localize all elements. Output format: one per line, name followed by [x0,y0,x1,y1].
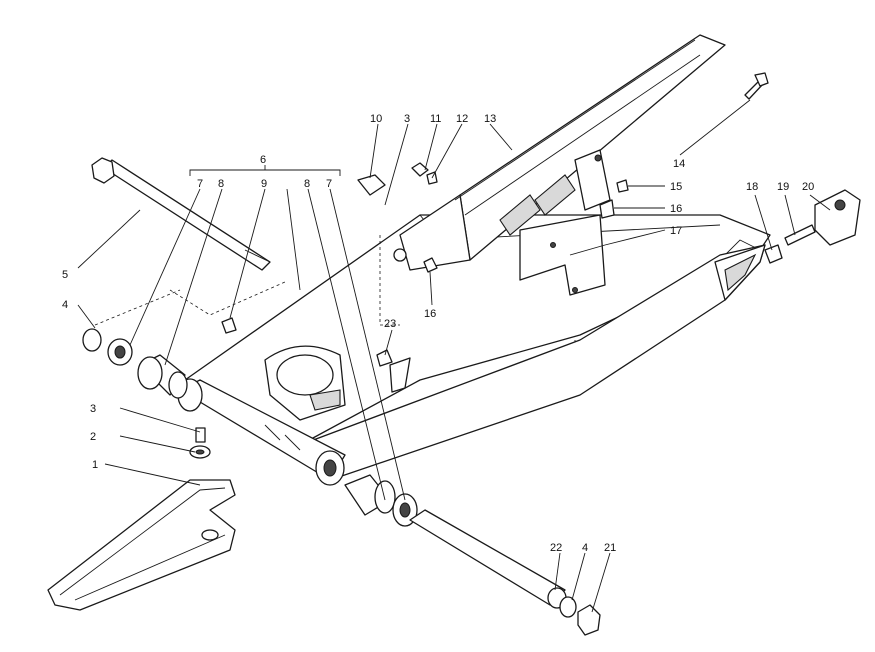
bolt-14 [744,72,769,100]
spacer-tube [409,509,567,609]
callout-4-left: 4 [62,299,68,311]
callout-8-a: 8 [218,178,224,190]
callout-3-top: 3 [404,113,410,125]
pivot-axle-bolt [91,157,271,271]
callout-8-b: 8 [304,178,310,190]
callout-10: 10 [370,113,382,125]
callout-19: 19 [777,181,789,193]
callout-9: 9 [261,178,267,190]
left-bearings [82,328,188,399]
chain-adjuster [764,189,861,264]
right-washer-nut [559,596,601,636]
callout-3-left: 3 [90,403,96,415]
callout-16-right: 16 [670,203,682,215]
callout-7-b: 7 [326,178,332,190]
callout-6: 6 [260,154,266,166]
left-washer-bolt [189,427,211,459]
callout-23: 23 [384,318,396,330]
callout-7-a: 7 [197,178,203,190]
chain-guard-hardware [221,162,629,393]
callout-5: 5 [62,269,68,281]
chain-guard [393,34,726,271]
callout-21: 21 [604,542,616,554]
callout-labels: 1 2 3 4 5 6 7 8 9 8 7 10 3 11 12 13 14 1… [62,113,814,554]
callout-17: 17 [670,225,682,237]
callout-16-left: 16 [424,308,436,320]
chain-slider [47,479,236,611]
leader-lines [77,99,831,613]
callout-14: 14 [673,158,685,170]
callout-20: 20 [802,181,814,193]
callout-18: 18 [746,181,758,193]
callout-11: 11 [430,113,441,125]
shock-mount-bracket [264,345,346,421]
callout-1: 1 [92,459,98,471]
callout-13: 13 [484,113,496,125]
callout-2: 2 [90,431,96,443]
callout-22: 22 [550,542,562,554]
callout-15: 15 [670,181,682,193]
right-bearings [344,474,418,527]
callout-12: 12 [456,113,468,125]
group-6-bracket [189,165,341,176]
alignment-lines [94,235,400,326]
callout-4-right: 4 [582,542,588,554]
chain-guard-bracket [519,214,606,296]
swingarm-right-arm [299,244,766,481]
